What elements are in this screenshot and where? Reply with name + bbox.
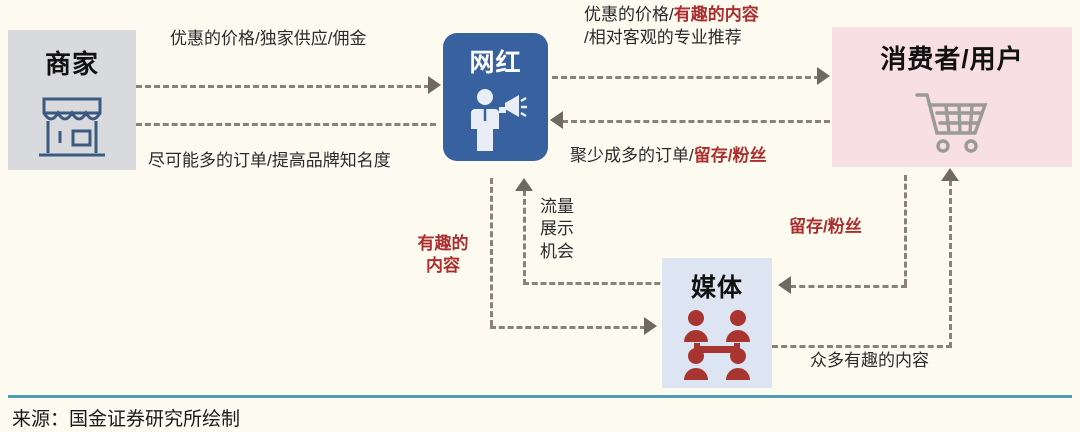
label-consumer-to-influencer-plain: 聚少成多的订单/ [570,146,694,165]
label-media-to-consumer: 众多有趣的内容 [810,351,929,370]
label-influencer-to-consumer-line2: /相对客观的专业推荐 [584,27,742,47]
edge-consumer-to-media-arrow [778,276,791,294]
label-consumer-to-influencer: 聚少成多的订单/留存/粉丝 [570,145,766,168]
people-network-icon [680,304,754,388]
label-merchant-to-influencer: 优惠的价格/独家供应/佣金 [170,29,367,48]
node-influencer-title: 网红 [469,49,522,77]
edge-influencer-to-consumer-arrow [817,67,830,85]
edge-consumer-to-influencer-arrow [550,111,563,129]
edge-influencer-to-consumer-line [552,76,820,79]
edge-media-to-consumer-vertical [949,180,952,348]
node-consumer-title: 消费者/用户 [880,44,1024,74]
node-consumer[interactable]: 消费者/用户 [832,27,1072,167]
edge-consumer-to-media-horizontal [790,285,907,288]
edge-media-to-consumer-horizontal [772,345,952,348]
edge-influencer-to-media-vertical [490,178,493,326]
node-merchant-title: 商家 [44,49,99,79]
storefront-icon [35,81,109,170]
edge-influencer-to-media-arrow [644,317,657,335]
edge-merchant-to-influencer-arrow [428,76,441,94]
label-influencer-to-consumer-plain: 优惠的价格/ [584,5,674,24]
edge-influencer-to-media-horizontal [490,326,646,329]
edge-consumer-to-influencer-line [562,120,830,123]
person-megaphone-icon [465,79,527,161]
node-merchant[interactable]: 商家 [8,30,136,170]
edge-media-to-influencer-arrow [515,178,533,191]
edge-media-to-consumer-arrow [941,168,959,181]
node-influencer[interactable]: 网红 [443,33,548,161]
label-media-to-influencer: 流量展示机会 [540,197,574,261]
label-consumer-to-media: 留存/粉丝 [789,217,862,236]
edge-merchant-to-influencer-line [136,85,430,88]
label-influencer-to-merchant: 尽可能多的订单/提高品牌知名度 [148,151,391,170]
node-media-title: 媒体 [690,274,743,302]
node-media[interactable]: 媒体 [662,258,772,388]
label-influencer-to-consumer-highlight: 有趣的内容 [673,5,759,24]
edge-influencer-to-merchant-line [136,123,436,126]
label-influencer-to-consumer: 优惠的价格/有趣的内容 /相对客观的专业推荐 [584,4,759,50]
label-consumer-to-influencer-highlight: 留存/粉丝 [693,146,767,165]
shopping-cart-icon [913,76,991,167]
label-influencer-to-media: 有趣的内容 [417,234,469,276]
edge-consumer-to-media-vertical [904,175,907,285]
footer-divider [8,395,1072,398]
edge-media-to-influencer-horizontal [523,282,669,285]
edge-media-to-influencer-vertical [523,190,526,285]
footer-source-text: 来源：国金证券研究所绘制 [12,409,241,430]
